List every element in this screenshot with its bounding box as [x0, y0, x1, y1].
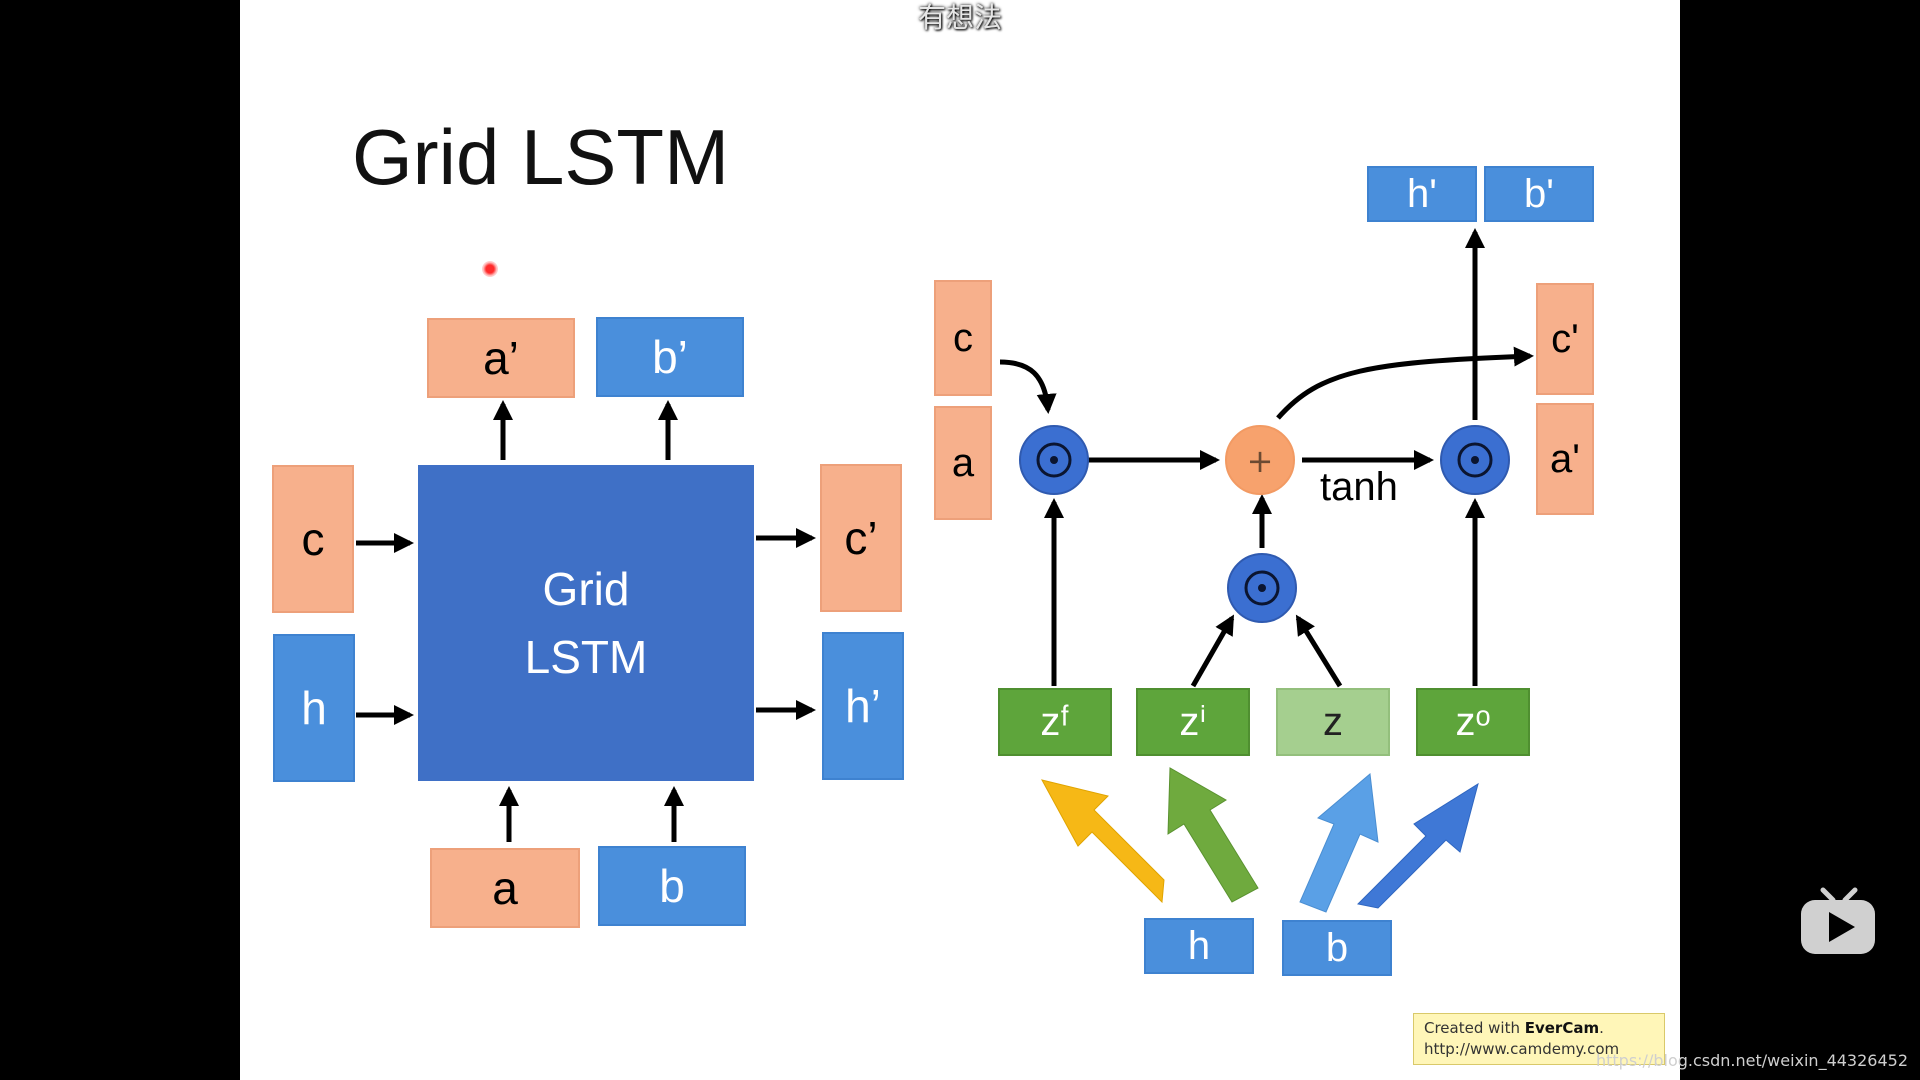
badge-url: http://www.camdemy.com [1424, 1040, 1620, 1058]
arrow-c-to-forget [999, 359, 1057, 414]
right-input-h-label: h [1187, 923, 1211, 968]
subtitle-caption: 有想法 [917, 1, 1002, 34]
multiply-node-forget [1019, 425, 1089, 495]
right-output-b: b' [1484, 166, 1594, 222]
gate-zo-label: zᵒ [1455, 699, 1491, 744]
play-icon[interactable] [1799, 886, 1877, 956]
gate-zf: zᶠ [998, 688, 1112, 756]
multiply-node-output [1440, 425, 1510, 495]
gate-zf-label: zᶠ [1040, 699, 1070, 744]
right-output-a: a' [1536, 403, 1594, 515]
right-output-b-label: b' [1524, 171, 1554, 216]
gate-zi: zⁱ [1136, 688, 1250, 756]
badge-prefix: Created with [1424, 1019, 1525, 1037]
left-input-a: a [430, 848, 580, 928]
left-input-b: b [598, 846, 746, 926]
left-output-h-label: h’ [845, 680, 881, 732]
grid-lstm-line1: Grid [542, 563, 630, 615]
right-input-a: a [934, 406, 992, 520]
left-output-b-label: b’ [652, 331, 688, 383]
big-arrow-green [1167, 767, 1259, 903]
sum-node: + [1225, 425, 1295, 495]
gate-zi-label: zⁱ [1179, 700, 1207, 744]
csdn-watermark: https://blog.csdn.net/weixin_44326452 [1595, 1051, 1908, 1070]
right-output-c: c' [1536, 283, 1594, 395]
arrow-plus-to-c-out [1276, 346, 1534, 420]
gate-z: z [1276, 688, 1390, 756]
right-output-a-label: a' [1550, 436, 1580, 481]
left-input-h-label: h [301, 682, 327, 734]
arrow-z-diag [1295, 614, 1343, 688]
arrow-zi-diag [1190, 614, 1235, 688]
grid-lstm-block: Grid LSTM [418, 465, 754, 781]
big-colored-arrows [1041, 767, 1479, 913]
grid-lstm-line2: LSTM [524, 631, 648, 683]
badge-suffix: . [1599, 1019, 1604, 1037]
right-input-c-label: c [953, 315, 973, 360]
right-input-b: b [1282, 920, 1392, 976]
left-input-c-label: c [301, 513, 325, 565]
left-output-a-label: a’ [483, 332, 519, 384]
left-input-a-label: a [492, 862, 518, 914]
left-output-c: c’ [820, 464, 902, 612]
left-output-a: a’ [427, 318, 575, 398]
slide: Grid LSTM c h Grid LSTM a’ b’ c’ h’ a b … [240, 0, 1680, 1080]
big-arrow-lightblue [1299, 773, 1379, 913]
left-output-h: h’ [822, 632, 904, 780]
sum-node-symbol: + [1247, 442, 1274, 480]
big-arrow-blue [1356, 782, 1479, 909]
gate-z-label: z [1323, 699, 1343, 744]
right-input-b-label: b [1325, 925, 1349, 970]
right-output-h: h' [1367, 166, 1477, 222]
left-input-b-label: b [659, 860, 685, 912]
diagram-arrows: + tanh [356, 228, 1534, 913]
gate-zo: zᵒ [1416, 688, 1530, 756]
badge-brand: EverCam [1524, 1019, 1600, 1037]
right-output-c-label: c' [1551, 316, 1579, 361]
slide-title: Grid LSTM [352, 113, 730, 201]
right-input-c: c [934, 280, 992, 396]
left-output-b: b’ [596, 317, 744, 397]
left-input-c: c [272, 465, 354, 613]
right-input-a-label: a [951, 440, 975, 485]
big-arrow-yellow [1041, 779, 1165, 904]
multiply-node-input [1227, 553, 1297, 623]
evercam-badge: Created with EverCam. http://www.camdemy… [1413, 1013, 1665, 1065]
left-input-h: h [273, 634, 355, 782]
right-output-h-label: h' [1407, 171, 1437, 216]
left-output-c-label: c’ [844, 512, 878, 564]
tanh-label: tanh [1320, 465, 1398, 509]
right-input-h: h [1144, 918, 1254, 974]
laser-pointer-dot [482, 261, 498, 277]
